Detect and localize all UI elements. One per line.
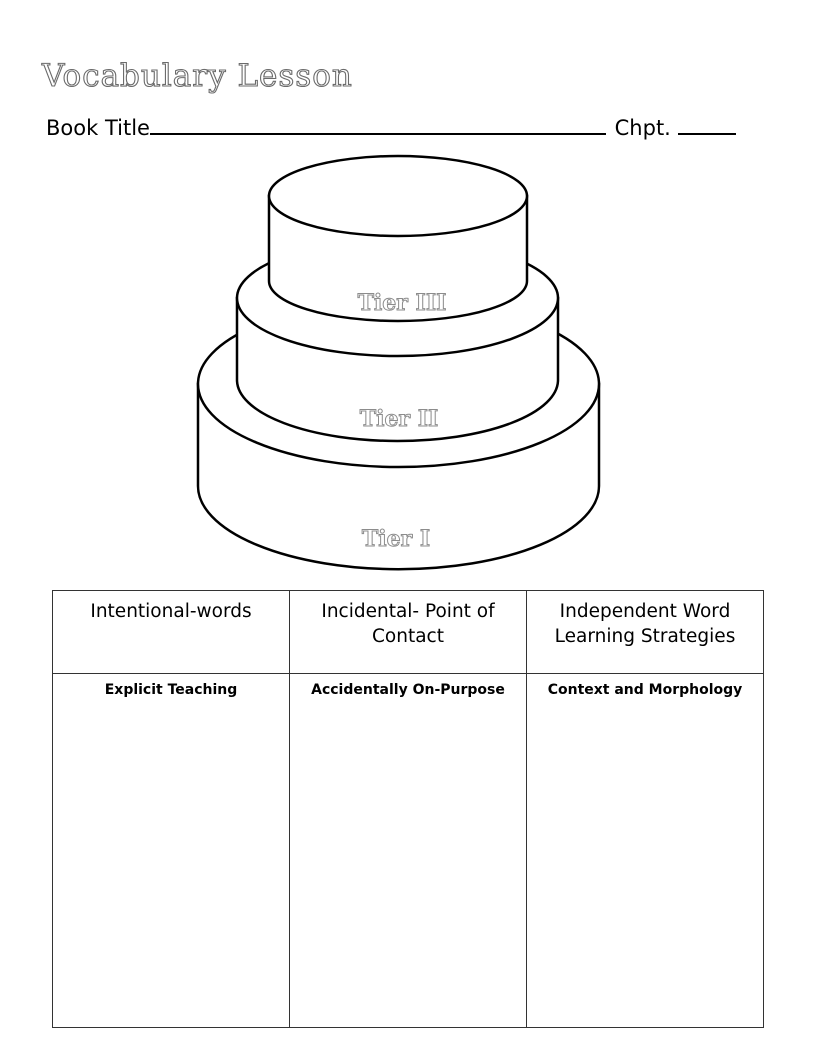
column-heading-intentional: Intentional-words	[52, 590, 290, 674]
tier-3-label: Tier III	[358, 290, 447, 316]
tier-2-label: Tier II	[360, 406, 439, 432]
column-heading-incidental: Incidental- Point of Contact	[289, 590, 527, 674]
column-subheading-accidentally-on-purpose: Accidentally On-Purpose	[311, 682, 505, 698]
chapter-label: Chpt.	[614, 116, 671, 140]
chapter-blank[interactable]	[677, 132, 736, 135]
column-cell-accidentally-on-purpose[interactable]: Accidentally On-Purpose	[289, 673, 527, 1028]
page-title: Vocabulary Lesson	[41, 57, 353, 94]
vocabulary-table: Intentional-words Incidental- Point of C…	[52, 590, 764, 1028]
tier-1-label: Tier I	[362, 526, 430, 552]
book-title-label: Book Title	[46, 116, 150, 140]
column-subheading-context-morphology: Context and Morphology	[547, 682, 743, 698]
column-cell-explicit-teaching[interactable]: Explicit Teaching	[52, 673, 290, 1028]
table-header-row: Intentional-words Incidental- Point of C…	[52, 590, 764, 674]
top-tier-top	[267, 154, 529, 238]
table-body-row: Explicit Teaching Accidentally On-Purpos…	[52, 673, 764, 1028]
three-tier-cake-diagram: Tier III Tier II Tier I	[196, 154, 601, 571]
book-title-row: Book Title Chpt.	[46, 116, 736, 140]
column-heading-independent: Independent Word Learning Strategies	[526, 590, 764, 674]
column-cell-context-morphology[interactable]: Context and Morphology	[526, 673, 764, 1028]
book-title-blank[interactable]	[149, 132, 606, 135]
column-subheading-explicit-teaching: Explicit Teaching	[104, 682, 238, 698]
